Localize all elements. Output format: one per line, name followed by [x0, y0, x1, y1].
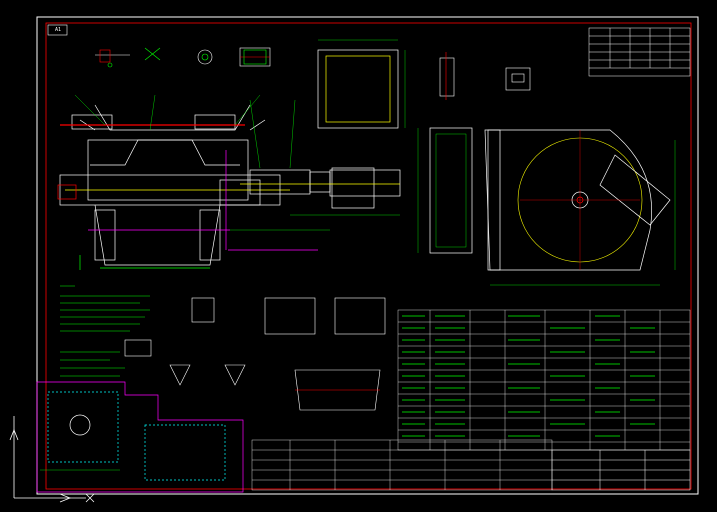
- view-right-elevation: [484, 129, 676, 286]
- sheet-tag: A1: [54, 27, 62, 33]
- title-stamp: [648, 473, 676, 481]
- ucs-axis-icon: [9, 416, 95, 503]
- bill-of-materials: [397, 309, 691, 451]
- view-top-panel: [317, 39, 406, 129]
- sheet-inner-frame: [45, 22, 692, 490]
- table-top-right: [588, 27, 691, 77]
- view-side-profile: [417, 127, 473, 254]
- drawing-model: [612, 483, 652, 491]
- detail-small-parts: [439, 52, 531, 100]
- detail-middle-parts: [124, 297, 386, 411]
- sheet-outer-frame: [36, 16, 699, 495]
- view-foundation: [36, 381, 244, 493]
- notes-block: [60, 285, 150, 377]
- view-main-assembly: [57, 94, 401, 270]
- bom-lower-strip: [251, 439, 553, 491]
- detail-views-top: [95, 47, 271, 68]
- sheet-tag-box: [47, 24, 68, 36]
- title-block: [551, 449, 691, 491]
